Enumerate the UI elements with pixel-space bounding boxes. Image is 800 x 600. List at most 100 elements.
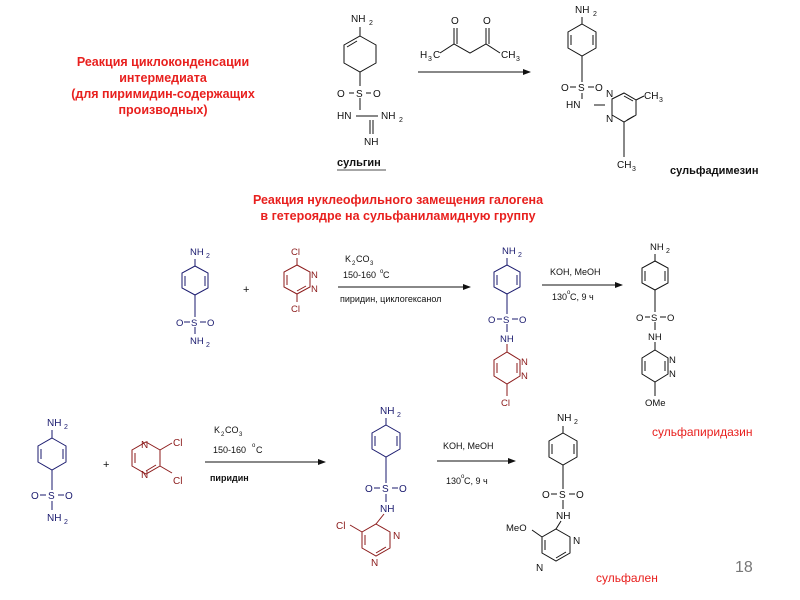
plus-sign-1: +: [243, 284, 249, 296]
sulfapyridazine-structure: [641, 254, 669, 396]
svg-text:HN: HN: [337, 111, 351, 122]
svg-text:C, 9 ч: C, 9 ч: [570, 292, 594, 302]
svg-text:K: K: [345, 254, 351, 264]
svg-text:N: N: [536, 563, 543, 574]
svg-text:O: O: [483, 16, 491, 27]
svg-text:O: O: [576, 490, 584, 501]
sulgin-name: сульгин: [337, 157, 381, 169]
sulfadimezin-name: сульфадимезин: [670, 165, 758, 177]
svg-text:KOH, MeOH: KOH, MeOH: [443, 441, 494, 451]
svg-text:N: N: [311, 270, 318, 281]
svg-text:K: K: [214, 425, 220, 435]
svg-text:NH: NH: [648, 332, 662, 343]
svg-text:N: N: [141, 470, 148, 481]
chloropyrazinyl-intermediate-structure: [371, 418, 401, 502]
svg-text:3: 3: [659, 97, 663, 104]
svg-text:N: N: [606, 89, 613, 100]
svg-text:C: C: [256, 445, 263, 455]
svg-text:O: O: [399, 484, 407, 495]
svg-text:C: C: [433, 50, 440, 61]
svg-text:O: O: [451, 16, 459, 27]
page-number: 18: [735, 559, 753, 576]
sulfanilamide-structure-1: [181, 259, 209, 334]
svg-text:2: 2: [666, 248, 670, 255]
dichloropyridazine-structure: [283, 258, 311, 302]
svg-text:NH: NH: [47, 513, 61, 524]
svg-text:3: 3: [516, 56, 520, 63]
svg-text:N: N: [393, 531, 400, 542]
svg-text:N: N: [606, 114, 613, 125]
svg-text:S: S: [356, 89, 363, 100]
svg-text:Реакция циклоконденсации: Реакция циклоконденсации: [77, 55, 249, 69]
dichloropyrazine-labels: N N Cl Cl: [141, 438, 182, 487]
svg-text:CH: CH: [644, 91, 658, 102]
svg-text:3: 3: [370, 261, 374, 267]
svg-text:N: N: [311, 284, 318, 295]
svg-text:интермедиата: интермедиата: [119, 71, 208, 85]
svg-text:2: 2: [397, 412, 401, 419]
sulfapyridazine-name: сульфапиридазин: [652, 425, 753, 439]
svg-text:O: O: [373, 89, 381, 100]
svg-text:o: o: [380, 269, 384, 275]
chloropyridazinyl-intermediate-structure: [493, 258, 521, 332]
svg-text:в гетероядре на сульфаниламидн: в гетероядре на сульфаниламидную группу: [260, 209, 535, 223]
svg-text:CO: CO: [356, 254, 370, 264]
svg-text:N: N: [669, 355, 676, 366]
svg-text:Реакция нуклеофильного замещен: Реакция нуклеофильного замещения галоген…: [253, 193, 544, 207]
svg-text:NH: NH: [190, 247, 204, 258]
svg-text:пиридин: пиридин: [210, 473, 249, 483]
svg-text:CO: CO: [225, 425, 239, 435]
svg-text:O: O: [31, 491, 39, 502]
sulfalene-name: сульфален: [596, 571, 658, 585]
svg-text:NH: NH: [364, 137, 378, 148]
svg-text:3: 3: [632, 166, 636, 173]
svg-text:Cl: Cl: [291, 304, 300, 315]
svg-text:производных): производных): [119, 103, 208, 117]
chloropyridazine-ring-1: [493, 344, 521, 396]
dichloropyrazine-structure: [131, 441, 173, 475]
svg-text:S: S: [503, 315, 509, 326]
svg-text:2: 2: [206, 253, 210, 260]
svg-text:o: o: [567, 290, 571, 296]
svg-text:пиридин, циклогексанол: пиридин, циклогексанол: [340, 294, 441, 304]
svg-text:150-160: 150-160: [213, 445, 246, 455]
svg-text:2: 2: [221, 432, 225, 438]
plus-sign-2: +: [103, 459, 109, 471]
svg-text:N: N: [669, 369, 676, 380]
sulgin-structure: [343, 27, 378, 134]
svg-text:N: N: [521, 371, 528, 382]
svg-text:O: O: [65, 491, 73, 502]
svg-text:150-160: 150-160: [343, 270, 376, 280]
svg-text:O: O: [667, 313, 674, 324]
svg-text:O: O: [595, 83, 603, 94]
svg-text:S: S: [578, 83, 585, 94]
svg-text:O: O: [519, 315, 526, 326]
svg-text:O: O: [636, 313, 643, 324]
svg-text:o: o: [461, 474, 465, 480]
svg-text:KOH, MeOH: KOH, MeOH: [550, 267, 601, 277]
svg-text:NH: NH: [380, 504, 394, 515]
svg-text:C: C: [383, 270, 390, 280]
svg-text:CH: CH: [617, 160, 631, 171]
svg-text:H: H: [420, 50, 427, 61]
svg-text:Cl: Cl: [501, 398, 510, 409]
svg-text:N: N: [573, 536, 580, 547]
svg-text:NH: NH: [381, 111, 395, 122]
acetylacetone-structure: [439, 28, 501, 54]
svg-text:CH: CH: [501, 50, 515, 61]
svg-text:O: O: [542, 490, 550, 501]
svg-text:N: N: [371, 558, 378, 569]
svg-text:O: O: [176, 318, 183, 329]
svg-text:2: 2: [593, 11, 597, 18]
